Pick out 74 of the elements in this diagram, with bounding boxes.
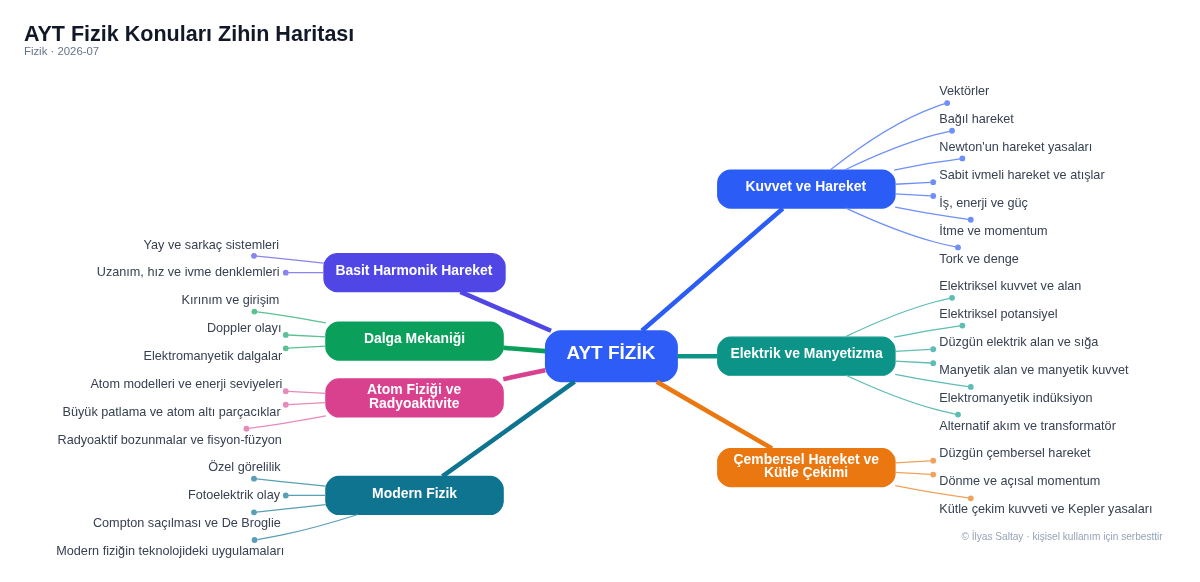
node-box: Çembersel Hareket ve Kütle Çekimi xyxy=(717,448,896,488)
connector xyxy=(282,269,325,276)
connector xyxy=(282,388,327,395)
node-text: Elektromanyetik indüksiyon xyxy=(939,390,1093,405)
connector xyxy=(441,379,576,479)
node-box: Elektrik ve Manyetizma xyxy=(717,336,896,376)
connector xyxy=(894,360,937,367)
connector xyxy=(677,353,718,359)
node-text: Elektromanyetik dalgalar xyxy=(143,349,283,363)
node-text: Tork ve denge xyxy=(939,251,1019,266)
node-text: Bağıl hareket xyxy=(939,112,1014,127)
node-box: Dalga Mekaniği xyxy=(325,321,504,361)
caption: Fizik · 2026-07 xyxy=(23,44,100,57)
connector xyxy=(845,374,961,418)
node-text: Atom modelleri ve enerji seviyeleri xyxy=(90,376,283,391)
node-text: Düzgün elektrik alan ve sığa xyxy=(939,335,1099,350)
connector xyxy=(655,379,774,451)
connector xyxy=(894,457,937,464)
connector xyxy=(640,206,785,333)
node-text: Modern fiziğin teknolojideki uygulamaları xyxy=(56,543,285,558)
node-text: Vektörler xyxy=(939,84,990,99)
connector xyxy=(845,207,961,251)
node-text: Kütle çekim kuvveti ve Kepler yasaları xyxy=(939,502,1153,517)
node-text: Özel görelilik xyxy=(208,460,281,475)
connector xyxy=(503,345,546,354)
connector xyxy=(251,252,325,264)
node-text: Düzgün çembersel hareket xyxy=(939,446,1091,461)
connector xyxy=(251,475,327,487)
connector xyxy=(502,367,546,382)
connector xyxy=(251,513,359,543)
node-text: Yay ve sarkaç sistemleri xyxy=(143,237,280,252)
diagram-title: AYT Fizik Konuları Zihin Haritası xyxy=(23,22,355,47)
node-text: Doppler olayı xyxy=(206,321,282,336)
connector xyxy=(282,492,327,499)
connector xyxy=(459,289,552,333)
node-text: Kırınım ve girişim xyxy=(181,293,280,308)
connector xyxy=(893,155,966,171)
connector xyxy=(894,179,937,186)
connector xyxy=(251,504,327,516)
node-text: İtme ve momentum xyxy=(939,223,1048,238)
connector xyxy=(893,322,966,338)
node-text: Sabit ivmeli hareket ve atışlar xyxy=(939,167,1105,182)
node-box: AYT FİZİK xyxy=(544,330,678,383)
node-box: Kuvvet ve Hareket xyxy=(717,169,896,209)
connector xyxy=(829,100,951,171)
connector xyxy=(282,331,327,338)
node-text: Radyoaktif bozunmalar ve fisyon-füzyon xyxy=(57,432,282,447)
connector xyxy=(844,127,955,171)
connector xyxy=(243,415,327,432)
connector xyxy=(894,373,974,390)
label: © İlyas Saltay · kişisel kullanım için serbesttir xyxy=(961,530,1163,542)
node-text: Elektriksel potansiyel xyxy=(939,307,1058,322)
connector xyxy=(894,206,974,223)
node-text: Büyük patlama ve atom altı parçacıklar xyxy=(62,404,281,419)
node-box: Basit Harmonik Hareket xyxy=(323,253,506,293)
node-text: İş, enerji ve güç xyxy=(939,195,1028,210)
connector xyxy=(844,294,955,338)
node-text: Manyetik alan ve manyetik kuvvet xyxy=(939,362,1129,377)
connector xyxy=(282,401,327,408)
connector xyxy=(894,485,974,502)
node-text: Alternatif akım ve transformatör xyxy=(939,418,1116,433)
node-text: Fotoelektrik olay xyxy=(187,488,281,503)
node-text: Dönme ve açısal momentum xyxy=(939,474,1101,489)
connector xyxy=(894,193,937,199)
connector xyxy=(894,471,937,478)
node-text: Elektriksel kuvvet ve alan xyxy=(939,279,1082,294)
connector xyxy=(251,308,327,324)
node-text: Compton saçılması ve De Broglie xyxy=(92,516,281,531)
connector xyxy=(282,345,327,352)
node-box: Atom Fiziği ve Radyoaktivite xyxy=(325,378,504,418)
node-text: Newton'un hareket yasaları xyxy=(939,140,1093,155)
node-box: Modern Fizik xyxy=(325,475,504,516)
connector xyxy=(894,346,937,353)
node-text: Uzanım, hız ve ivme denklemleri xyxy=(96,265,280,280)
